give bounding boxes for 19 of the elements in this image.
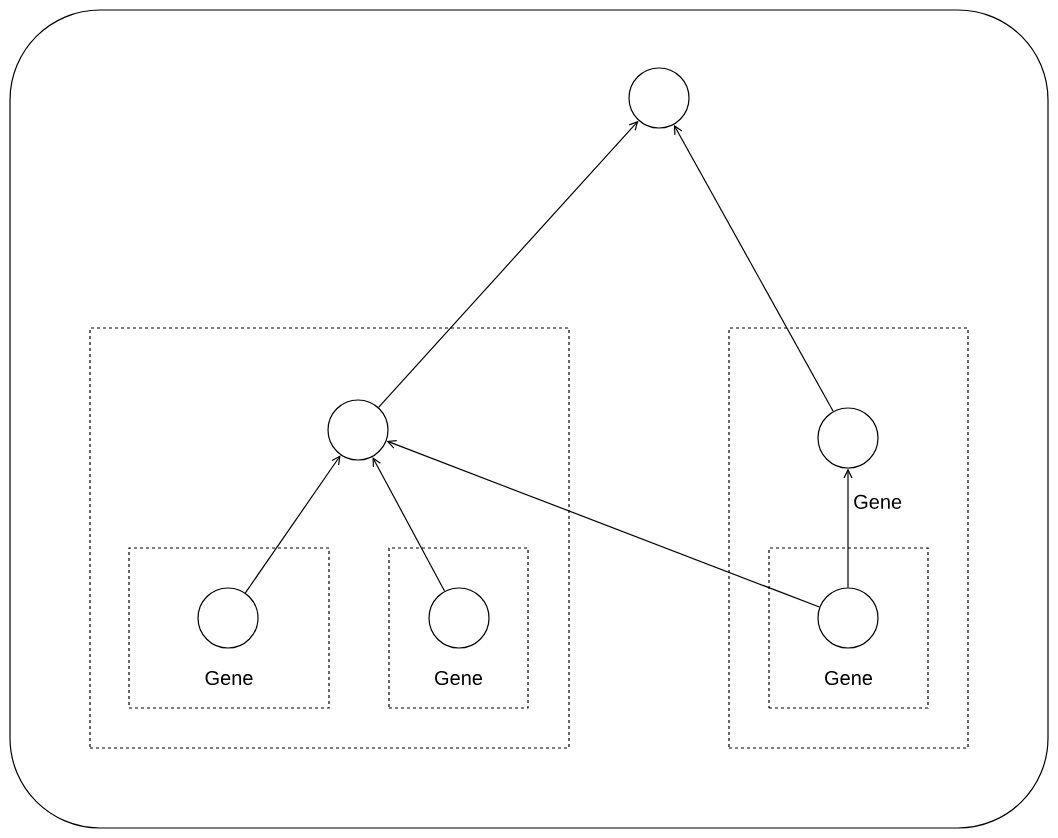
arrow	[843, 468, 853, 588]
gene-box: Gene	[388, 547, 529, 709]
arrow	[377, 120, 639, 408]
circle-node	[817, 587, 879, 649]
gene-box: Gene	[768, 547, 929, 709]
gene-box: Gene	[128, 547, 330, 709]
circle-node	[628, 67, 690, 129]
dashed-box	[728, 327, 969, 749]
arrow	[372, 456, 446, 592]
container-box	[9, 9, 1049, 829]
arrow	[673, 124, 834, 412]
dashed-box	[89, 327, 570, 749]
circle-node	[327, 399, 389, 461]
edge-label: Gene	[852, 493, 904, 510]
circle-node	[197, 587, 259, 649]
arrow	[244, 455, 341, 594]
circle-node	[817, 407, 879, 469]
circle-node	[428, 587, 490, 649]
arrow	[386, 439, 821, 608]
